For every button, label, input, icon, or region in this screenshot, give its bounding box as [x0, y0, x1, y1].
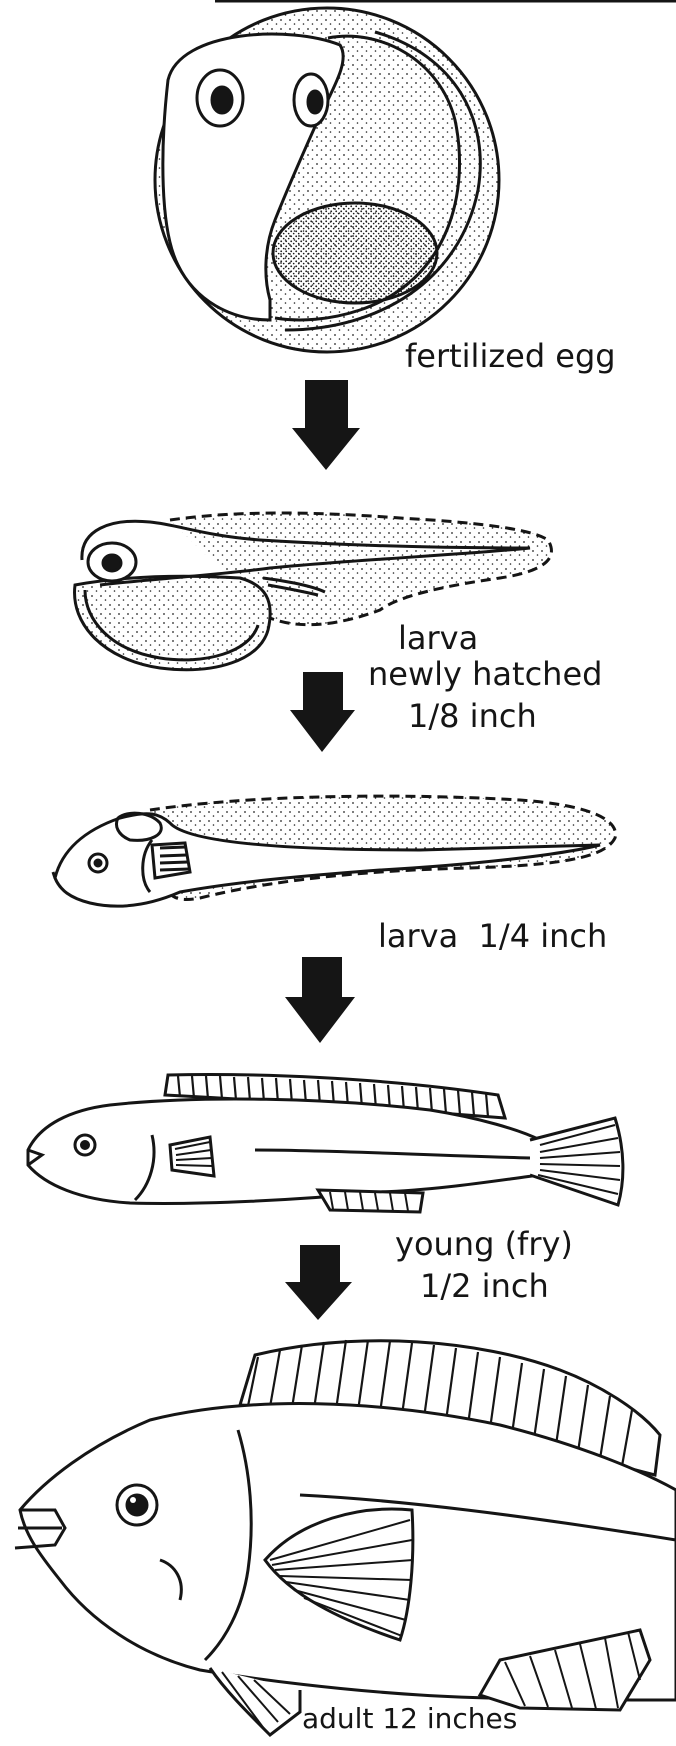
- label-larva-newly-hatched: larva: [398, 622, 478, 656]
- arrow-egg-to-larva: [292, 380, 360, 470]
- label-half-inch: 1/2 inch: [420, 1270, 549, 1304]
- newly-hatched-larva-drawing: [75, 513, 552, 670]
- label-adult: adult 12 inches: [302, 1704, 517, 1733]
- arrow-fry-to-adult: [285, 1245, 352, 1320]
- label-larva: larva: [398, 622, 478, 656]
- label-young-fry: young (fry): [395, 1228, 573, 1262]
- arrow-larva-to-quarter-larva: [290, 672, 355, 752]
- adult-fish-drawing: [15, 1340, 676, 1735]
- arrow-quarter-larva-to-fry: [285, 957, 355, 1043]
- label-newly-hatched: newly hatched: [368, 658, 602, 692]
- label-larva-quarter-inch: larva 1/4 inch: [378, 920, 607, 954]
- quarter-inch-larva-drawing: [53, 796, 616, 906]
- fertilized-egg-drawing: [155, 8, 499, 352]
- young-fry-drawing: [28, 1075, 623, 1212]
- label-one-eighth-inch: 1/8 inch: [408, 700, 537, 734]
- label-fertilized-egg: fertilized egg: [405, 340, 616, 374]
